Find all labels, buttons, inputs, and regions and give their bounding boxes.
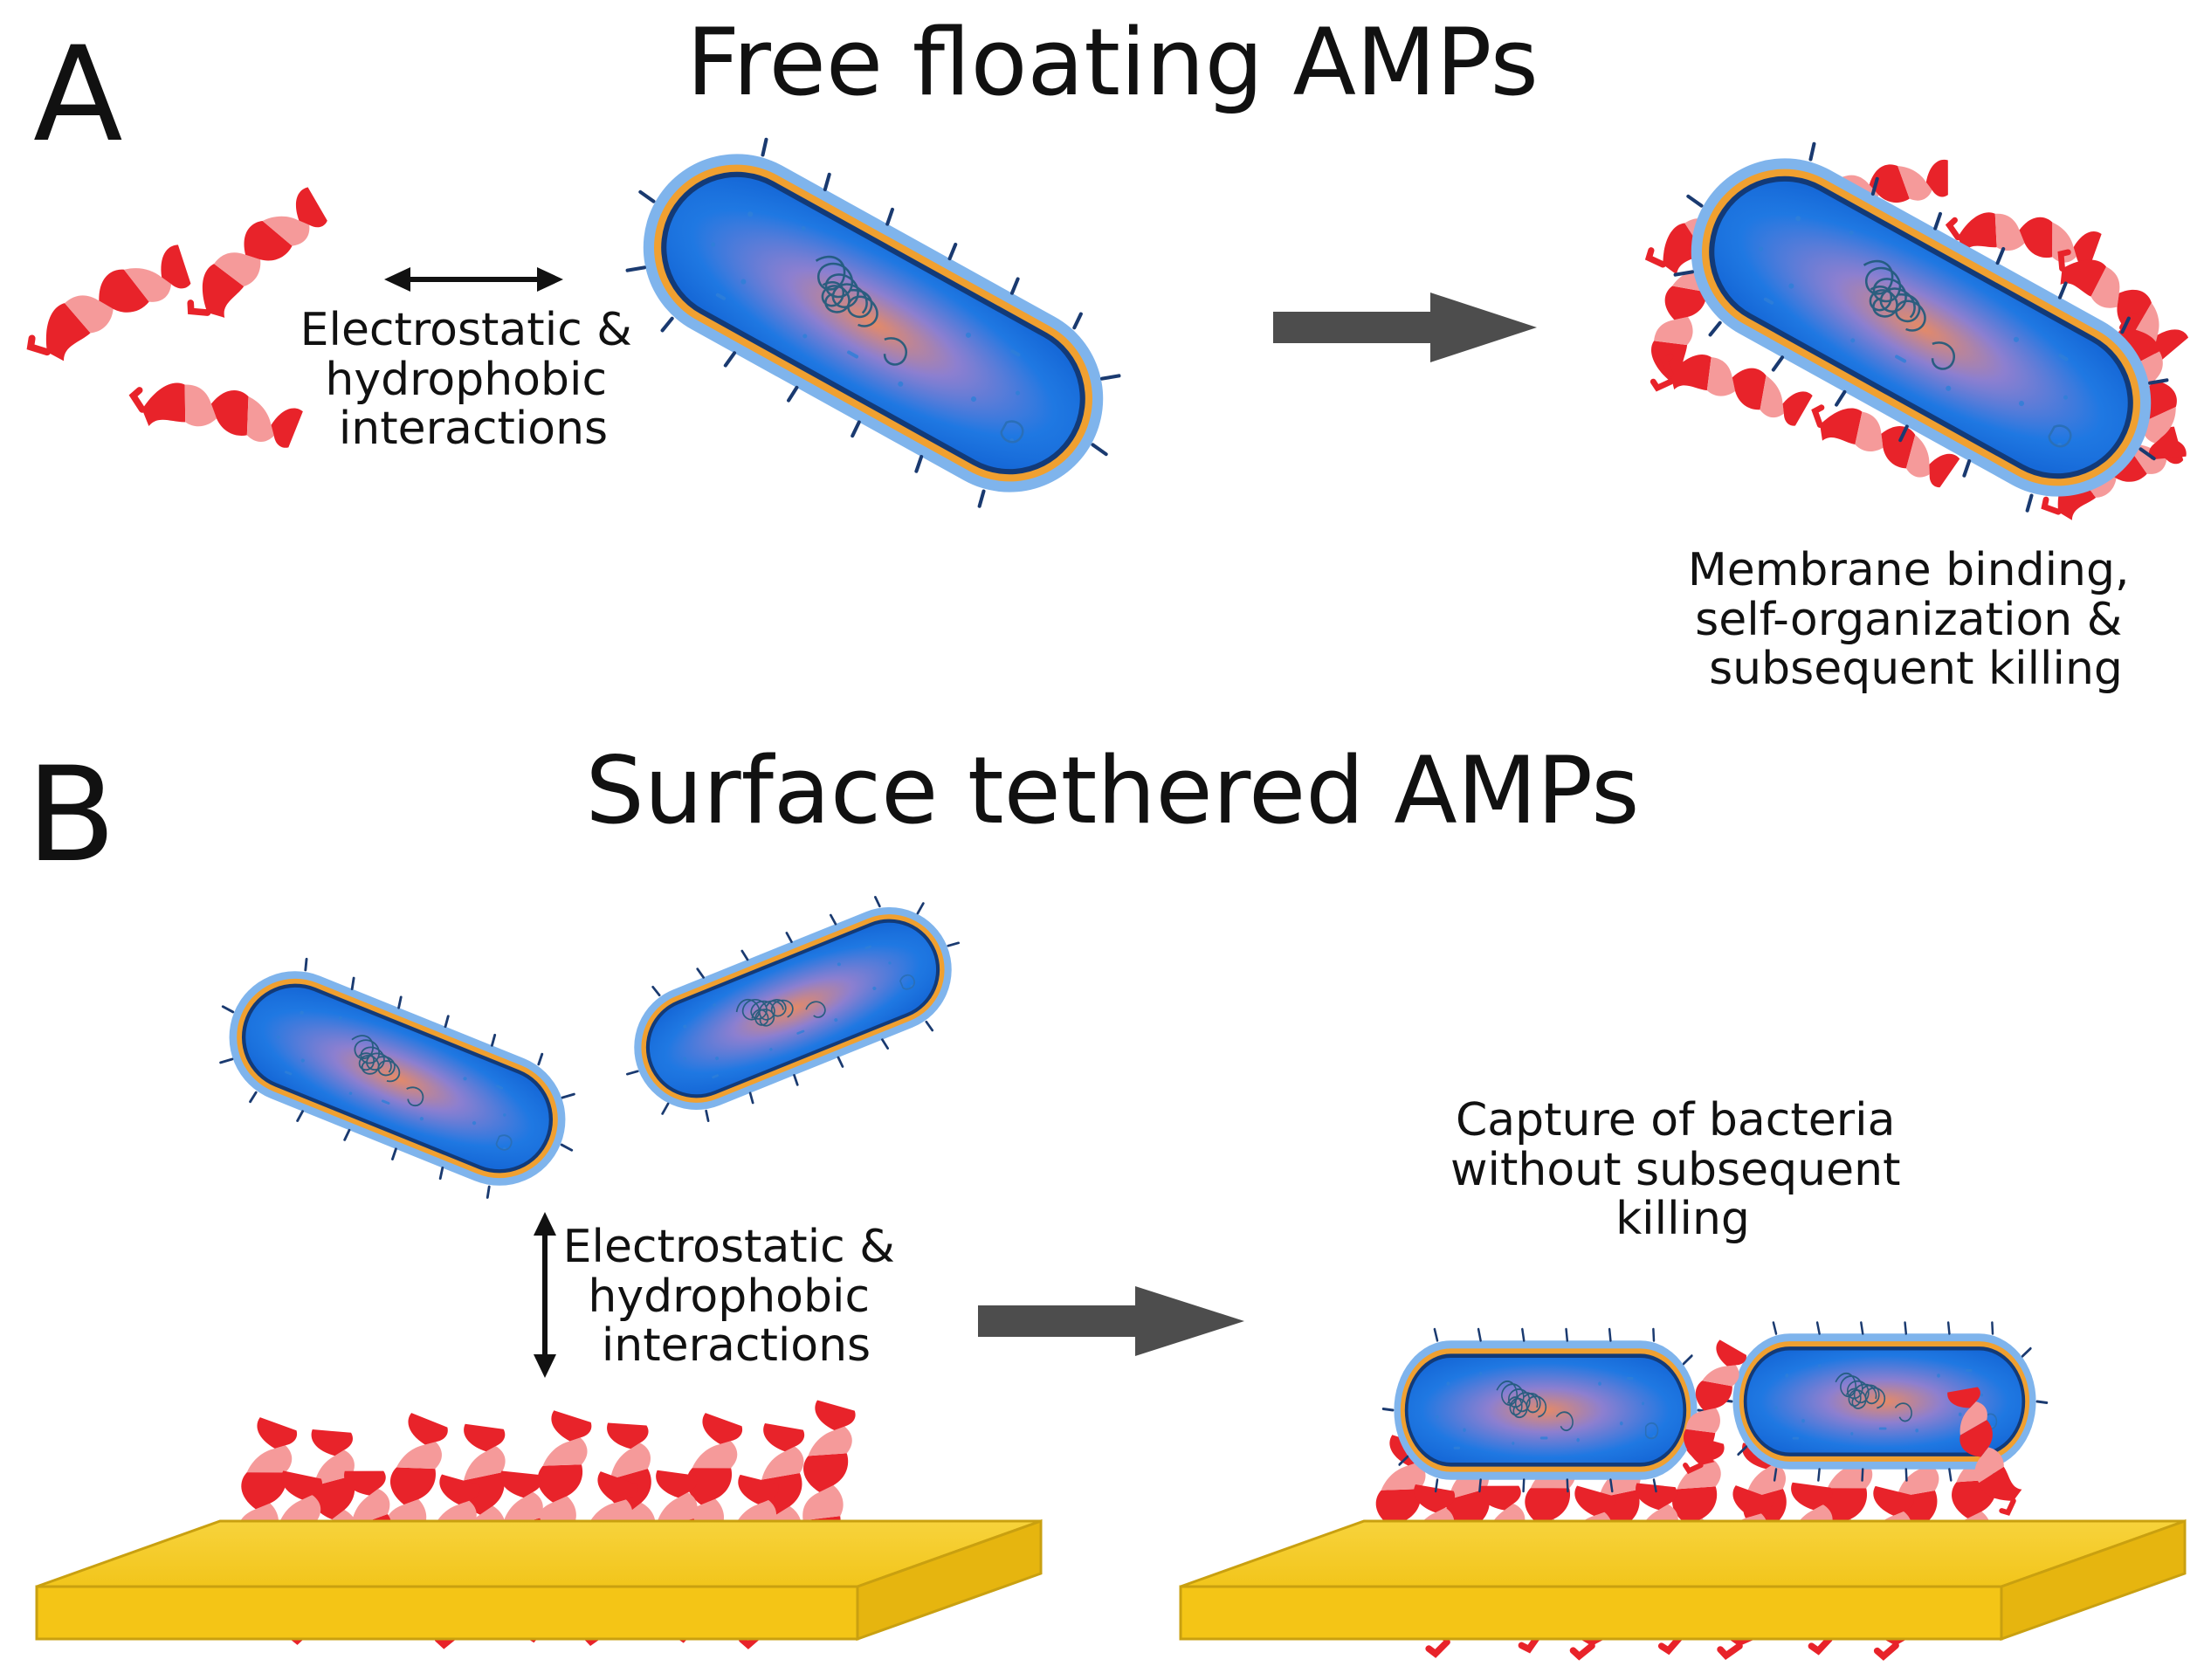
panel-a: A Free floating AMPs Electrostatic & hyd…: [17, 9, 2204, 695]
panel-a-letter: A: [33, 19, 123, 171]
captured-bacterium: [1381, 1327, 1710, 1493]
panel-a-title: Free floating AMPs: [686, 9, 1539, 116]
bacterium: [1635, 103, 2204, 552]
bacterium: [587, 99, 1160, 547]
interaction-double-arrow: [384, 267, 563, 292]
surface-plate: [1179, 1519, 2187, 1641]
bacterium-with-bound-amps: [1635, 103, 2204, 552]
panel-a-result-label: Membrane binding, self-organization & su…: [1688, 544, 2144, 695]
bacterium: [599, 873, 987, 1144]
bacterium: [192, 935, 603, 1222]
surface-with-tethered-amps: [35, 1400, 1043, 1648]
interaction-double-arrow: [534, 1212, 556, 1378]
free-amp-helix: [127, 369, 304, 457]
surface-with-captured-bacteria: [1179, 1321, 2187, 1661]
free-amp-helix: [17, 238, 201, 371]
process-arrow: [1273, 293, 1537, 362]
panel-b: B Surface tethered AMPs Electrostatic & …: [26, 737, 2187, 1661]
panel-b-result-label: Capture of bacteria without subsequent k…: [1450, 1094, 1915, 1245]
panel-b-title: Surface tethered AMPs: [586, 737, 1640, 844]
surface-plate: [35, 1519, 1043, 1641]
process-arrow: [978, 1286, 1244, 1356]
panel-b-letter: B: [26, 740, 116, 892]
free-amp-group: [17, 182, 338, 457]
panel-a-interaction-label: Electrostatic & hydrophobic interactions: [300, 304, 647, 455]
panel-b-interaction-label: Electrostatic & hydrophobic interactions: [563, 1221, 910, 1372]
